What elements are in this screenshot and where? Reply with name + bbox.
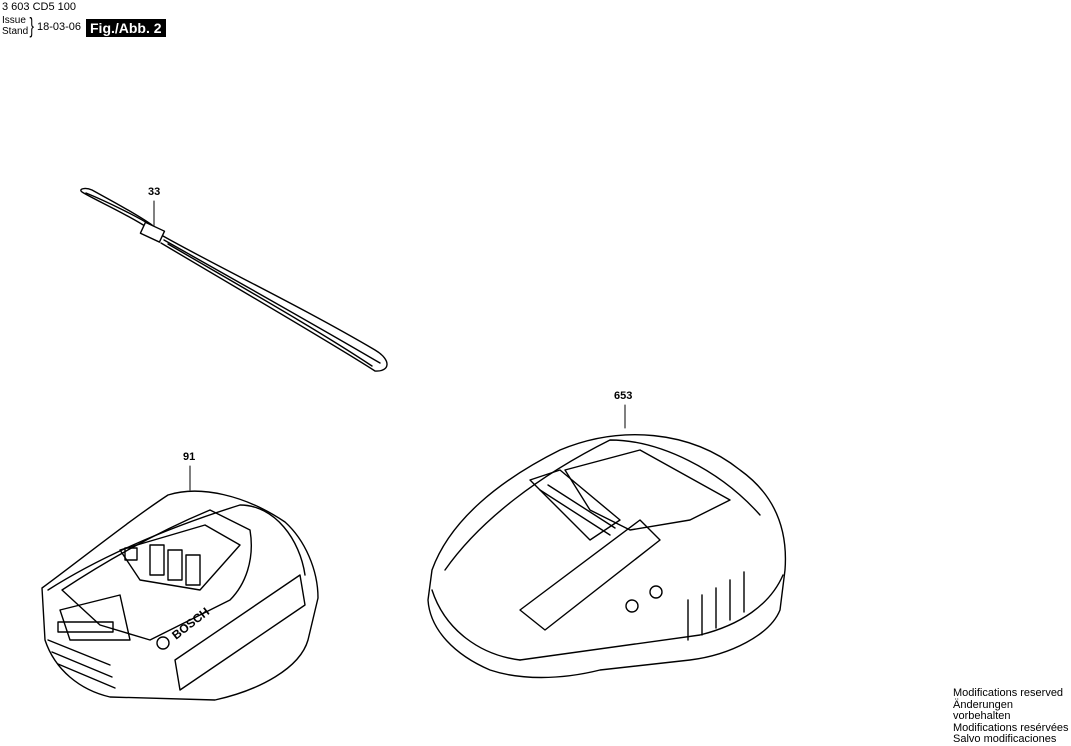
callout-charger: 653 (614, 390, 633, 402)
battery-terminal-2 (167, 549, 183, 581)
battery-brand-label: BOSCH (169, 605, 212, 643)
strap-loop-small (80, 187, 153, 229)
battery-top-recess (61, 509, 252, 641)
issue-label: Issue (2, 15, 26, 26)
battery-logo-circle (156, 636, 170, 650)
callout-battery: 91 (183, 451, 196, 463)
charger-base-edge (519, 574, 784, 661)
charger-drawing (427, 404, 787, 679)
battery-led-strip (57, 621, 114, 633)
charger-slot-guide (529, 469, 621, 541)
part-number: 3 603 CD5 100 (2, 1, 76, 13)
strap-band-outer (160, 235, 388, 372)
modifications-line-en: Modifications reserved (953, 687, 1064, 699)
stand-label: Stand (2, 26, 29, 37)
strap-loop-inner (85, 192, 153, 227)
battery-top-rim (47, 504, 306, 591)
strap-clip (139, 221, 166, 243)
battery-side-panel (174, 574, 306, 691)
battery-rails (119, 524, 241, 591)
battery-grip-lines (47, 639, 116, 689)
charger-battery-slot (564, 449, 731, 531)
charger-outline (427, 434, 787, 679)
modifications-line-fr: Modifications resérvées (953, 721, 1069, 734)
callout-strap: 33 (148, 186, 161, 198)
battery-contact (124, 547, 138, 561)
charger-slot-rails (539, 484, 616, 536)
charger-top-rim (444, 439, 761, 571)
battery-drawing: BOSCH (41, 465, 319, 701)
charger-side-edge (431, 589, 521, 661)
battery-outline (41, 490, 319, 701)
charger-vent-slots (687, 571, 745, 641)
issue-stand-labels: Issue Stand (2, 15, 28, 37)
modifications-line-de: Änderungen vorbehalten (953, 698, 1013, 722)
charger-front-slope (519, 519, 661, 631)
charger-led-2 (649, 585, 663, 599)
brace-glyph: } (29, 13, 34, 38)
modifications-line-es: Salvo modificaciones (953, 733, 1057, 745)
battery-terminal-3 (185, 554, 201, 586)
modifications-notice: Modifications reserved Änderungen vorbeh… (953, 687, 1071, 746)
wrist-strap-drawing (80, 187, 388, 372)
issue-date: 18-03-06 (37, 21, 82, 33)
battery-front-face (59, 594, 131, 641)
charger-led-1 (625, 599, 639, 613)
strap-band-inner (163, 239, 381, 367)
figure-label: Fig./Abb. 2 (86, 19, 166, 37)
battery-terminal-1 (149, 544, 165, 576)
